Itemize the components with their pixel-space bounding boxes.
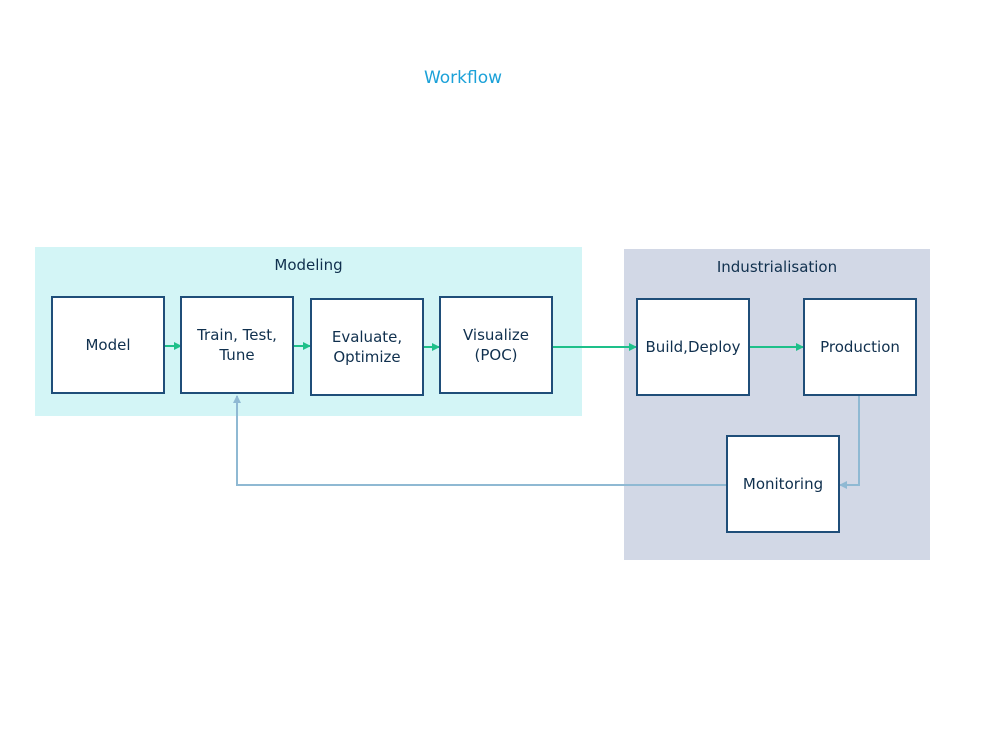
diagram-title: Workflow (423, 68, 503, 88)
node-monitoring: Monitoring (726, 435, 840, 533)
node-visualize-poc: Visualize (POC) (439, 296, 553, 394)
modeling-group-label: Modeling (274, 256, 343, 274)
node-model: Model (51, 296, 165, 394)
node-train-test-tune: Train, Test, Tune (180, 296, 294, 394)
industrialisation-group-label: Industrialisation (716, 258, 838, 276)
node-production: Production (803, 298, 917, 396)
node-build-deploy: Build,Deploy (636, 298, 750, 396)
node-evaluate-optimize: Evaluate, Optimize (310, 298, 424, 396)
